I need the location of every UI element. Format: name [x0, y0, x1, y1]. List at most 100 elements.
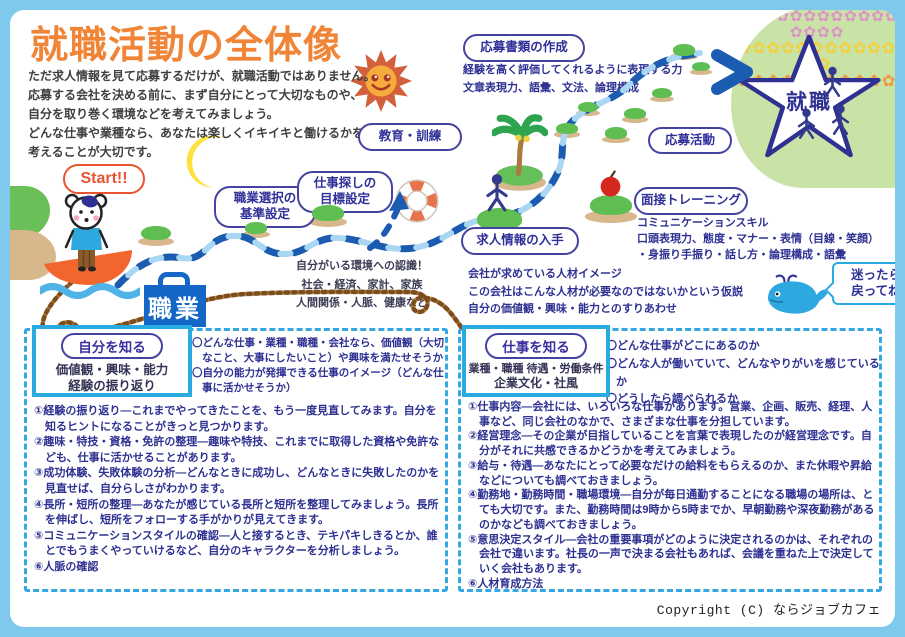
interview-bubble: 面接トレーニング [634, 187, 748, 215]
whale-speech-bubble: 迷ったら 戻ってね [832, 262, 895, 305]
know-self-header: 自分を知る 価値観・興味・能力 経験の振り返り [32, 325, 192, 397]
environment-note: 自分がいる環境への認識！ 社会・経済、家計、家族 人間関係・人脈、健康など [272, 257, 452, 313]
whale-note-line1: 迷ったら [850, 268, 895, 282]
stick-figure-icon [797, 108, 816, 139]
island-icon [690, 62, 712, 75]
list-item: ④勤務地・勤務時間・職場環境―自分が毎日通勤することになる職場の場所は、とても大… [468, 489, 875, 531]
point-item: 〇どんな人が働いていて、どんなやりがいを感じているか [606, 357, 880, 388]
goal-arrow-icon [711, 49, 753, 95]
palm-tree-icon [492, 114, 548, 191]
education-bubble: 教育・訓練 [358, 123, 462, 151]
island-icon [242, 222, 270, 238]
list-item: ⑥人脈の確認 [34, 561, 99, 574]
intro-line: 考えることが大切です。 [28, 144, 159, 159]
page-title: 就職活動の全体像 [30, 25, 343, 67]
stick-figure-icon [486, 174, 508, 212]
know-work-header: 仕事を知る 業種・職種 待遇・労働条件 企業文化・社風 [462, 325, 610, 397]
goal-star: 就職 [732, 34, 886, 158]
know-work-sub-line: 業種・職種 待遇・労働条件 [468, 363, 604, 375]
list-item: ③成功体験、失敗体験の分析―どんなときに成功し、どんなときに失敗したのかを見直せ… [34, 467, 440, 496]
goal-setting-line2: 目標設定 [319, 192, 370, 206]
point-item: 〇自分の能力が発揮できる仕事のイメージ（どんな仕事に活かせそうか） [192, 366, 444, 394]
environment-note-line: 自分がいる環境への認識！ [296, 260, 428, 272]
list-item: ⑤意思決定スタイル―会社の重要事項がどのように決定されるのかは、それぞれの会社で… [468, 533, 874, 576]
moon-icon [186, 135, 224, 188]
know-self-items: ①経験の振り返り―これまでやってきたことを、もう一度見直してみます。自分を知るヒ… [34, 404, 444, 576]
life-ring-icon [395, 179, 439, 223]
intro-line: 応募する会社を決める前に、まず自分にとって大切なものや、 [28, 87, 363, 102]
know-self-heading-bubble: 自分を知る [61, 333, 163, 359]
point-item: 〇どんな仕事がどこにあるのか [606, 340, 760, 352]
application-bubble: 応募活動 [648, 127, 732, 154]
know-self-points: 〇どんな仕事・業種・職種・会社なら、価値観（大切なこと、大事にしたいこと）や興味… [192, 336, 450, 396]
stick-figure-icon [823, 66, 842, 97]
know-work-sub: 業種・職種 待遇・労働条件 企業文化・社風 [466, 362, 606, 392]
occupation-sign: 職業 [144, 285, 206, 327]
interview-note-line: ・身振り手振り・話し方・論理構成・語彙 [637, 248, 846, 261]
job-info-bubble: 求人情報の入手 [461, 227, 579, 255]
stick-figure-icon [831, 104, 850, 135]
island-icon [585, 195, 637, 223]
criteria-line1: 職業選択の [233, 191, 297, 206]
list-item: ④長所・短所の整理―あなたが感じている長所と短所を整理してみましょう。長所を伸ば… [34, 498, 439, 527]
job-info-note-line: 会社が求めている人材イメージ [468, 268, 622, 280]
copyright: Copyright (C) ならジョブカフェ [656, 603, 881, 618]
list-item: ②経営理念―その企業が目指していることを言葉で表現したのが経営理念です。自分がそ… [468, 430, 872, 458]
documents-note-line: 経験を高く評価してくれるように表現する力 [463, 64, 683, 76]
criteria-line2: 基準設定 [239, 207, 290, 221]
environment-note-line: 人間関係・人脈、健康など [296, 297, 428, 310]
interview-note: コミュニケーションスキル 口頭表現力、態度・マナー・表情（目線・笑顔） ・身振り… [637, 216, 879, 264]
environment-note-line: 社会・経済、家計、家族 [301, 278, 423, 291]
know-work-heading-bubble: 仕事を知る [485, 333, 587, 359]
goal-flower-field: ✿✿✿✿✿✿✿✿✿✿✿✿✿✿✿✿ ✿✿✿✿✿✿✿✿✿✿✿✿✿ ✿✿✿✿✿✿✿✿✿… [731, 10, 895, 188]
job-info-note: 会社が求めている人材イメージ この会社はこんな人材が必要なのではないかという仮説… [468, 266, 743, 319]
know-self-sub: 価値観・興味・能力 経験の振り返り [36, 362, 188, 395]
apple-icon [600, 170, 621, 197]
island-icon [602, 127, 630, 143]
know-self-sub-line: 経験の振り返り [68, 379, 156, 394]
know-work-points: 〇どんな仕事がどこにあるのか 〇どんな人が働いていて、どんなやりがいを感じている… [606, 338, 886, 409]
documents-note-line: 文章表現力、語彙、文法、論理構成 [463, 81, 639, 94]
intro-line: どんな仕事や業種なら、あなたは楽しくイキイキと働けるかを [28, 125, 365, 140]
poster-canvas: ✿✿✿✿✿✿✿✿✿✿✿✿✿✿✿✿ ✿✿✿✿✿✿✿✿✿✿✿✿✿ ✿✿✿✿✿✿✿✿✿… [10, 10, 895, 627]
boat-character [40, 193, 140, 299]
point-item: 〇どんな仕事・業種・職種・会社なら、価値観（大切なこと、大事にしたいこと）や興味… [192, 337, 444, 364]
goal-setting-line1: 仕事探しの [313, 176, 377, 191]
job-info-label: 求人情報の入手 [476, 233, 564, 248]
interview-label: 面接トレーニング [641, 193, 742, 208]
list-item: ②趣味・特技・資格・免許の整理―趣味や特技、これまでに取得した資格や免許なども、… [34, 436, 440, 464]
point-item: 〇どうしたら調べられるか [606, 393, 738, 406]
list-item: ⑥人材育成方法 [468, 577, 544, 590]
documents-label: 応募書類の作成 [480, 40, 568, 55]
application-label: 応募活動 [664, 132, 715, 147]
sun-icon [350, 50, 412, 112]
whale-note-line2: 戻ってね [851, 284, 895, 299]
know-self-box [24, 328, 448, 592]
intro-text: ただ求人情報を見て応募するだけが、就職活動ではありません。 応募する会社を決める… [28, 67, 375, 162]
know-self-sub-line: 価値観・興味・能力 [55, 363, 169, 377]
island-icon [309, 205, 347, 228]
know-work-sub-line: 企業文化・社風 [493, 376, 578, 391]
island-icon [650, 88, 674, 102]
island-icon [138, 226, 174, 246]
job-info-note-line: 自分の価値観・興味・能力とのすりあわせ [468, 303, 677, 316]
intro-line: 自分を取り巻く環境などを考えてみましょう。 [28, 106, 279, 121]
list-item: ①経験の振り返り―これまでやってきたことを、もう一度見直してみます。自分を知るヒ… [34, 405, 437, 433]
branch-arrowhead [389, 191, 409, 211]
know-work-items: ①仕事内容―会社には、いろいろな仕事があります。営業、企画、販売、経理、人事など… [468, 400, 882, 592]
job-info-note-line: この会社はこんな人材が必要なのではないかという仮説 [468, 285, 743, 298]
whale-icon [767, 274, 830, 314]
briefcase-handle-icon [158, 272, 190, 289]
education-label: 教育・訓練 [378, 129, 442, 144]
list-item: ③給与・待遇―あなたにとって必要なだけの給料をもらえるのか、また休暇や昇給などに… [468, 459, 872, 487]
list-item: ①仕事内容―会社には、いろいろな仕事があります。営業、企画、販売、経理、人事など… [468, 401, 873, 428]
journey-path [114, 49, 704, 289]
goal-label: 就職 [786, 91, 832, 114]
start-label: Start!! [80, 170, 128, 187]
documents-bubble: 応募書類の作成 [463, 34, 585, 62]
intro-line: ただ求人情報を見て応募するだけが、就職活動ではありません。 [28, 69, 376, 83]
documents-note: 経験を高く評価してくれるように表現する力 文章表現力、語彙、文法、論理構成 [463, 62, 682, 97]
occupation-sign-label: 職業 [148, 295, 202, 323]
interview-note-line: コミュニケーションスキル [637, 217, 769, 229]
